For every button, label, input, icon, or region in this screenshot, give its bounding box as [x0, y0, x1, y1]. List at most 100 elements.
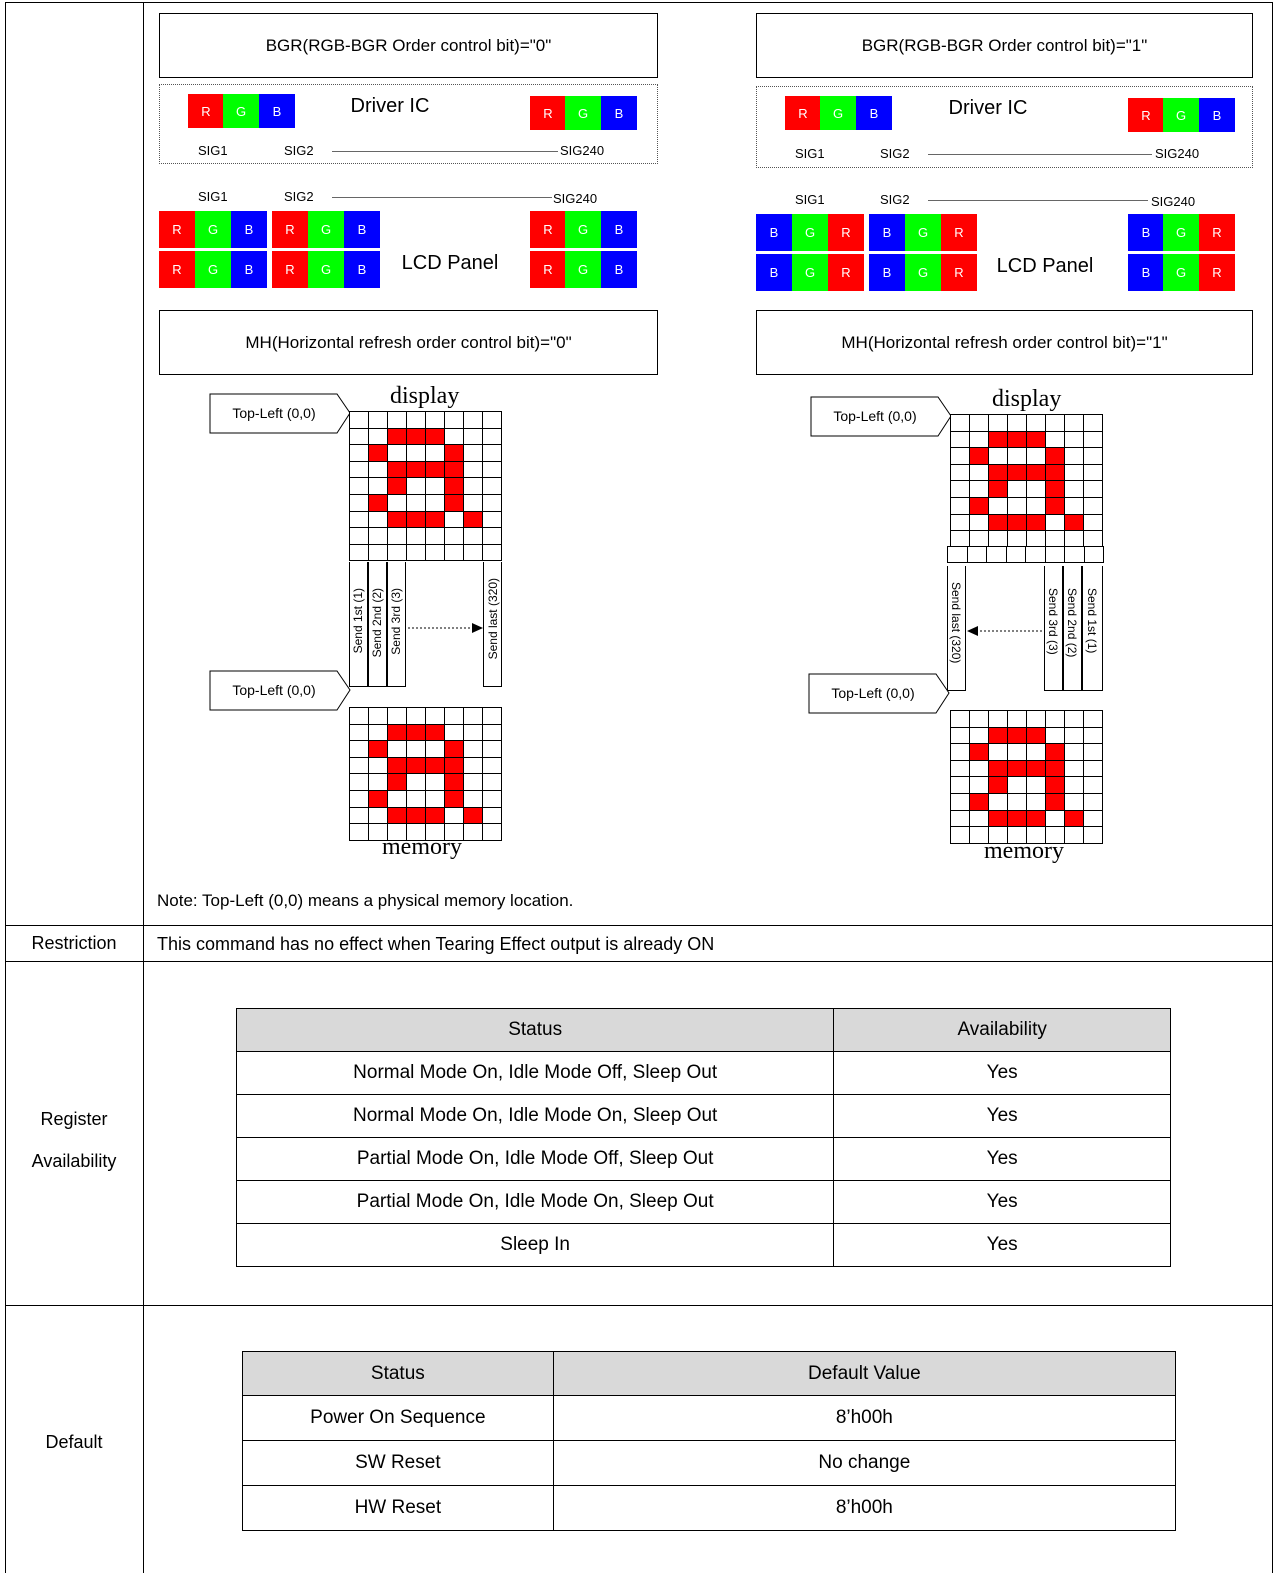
pixel [1007, 447, 1027, 465]
panel-cell-r: R [941, 214, 977, 251]
lit-pixel [1007, 726, 1027, 745]
pixel [387, 543, 407, 562]
table-cell: Yes [833, 1180, 1171, 1224]
pixel [988, 447, 1008, 465]
pixel [1064, 759, 1084, 778]
register-availability-table: Status Availability Normal Mode On, Idle… [235, 1008, 1171, 1267]
panel-cell-b: B [1128, 254, 1164, 291]
lit-pixel [425, 460, 445, 479]
pixel [950, 826, 970, 844]
driver-ic-box-left [159, 84, 658, 164]
send-3rd-label: Send 3rd (3) [1046, 588, 1060, 655]
pixel [425, 411, 445, 429]
lit-pixel [368, 444, 388, 462]
bgr-right-title: BGR(RGB-BGR Order control bit)="1" [756, 13, 1253, 78]
pixel [950, 726, 970, 745]
lit-pixel [1045, 776, 1065, 794]
pixel [387, 707, 407, 725]
panel-cell-b: B [756, 214, 792, 251]
lit-pixel [425, 806, 445, 825]
driver-cell-g: G [565, 96, 601, 130]
pixel [1083, 809, 1103, 828]
pixel [1026, 447, 1046, 465]
pixel [950, 463, 970, 482]
pixel [406, 477, 426, 495]
lit-pixel [988, 726, 1008, 745]
top-left-label: Top-Left (0,0) [831, 685, 915, 701]
table-cell: SW Reset [242, 1440, 554, 1486]
lit-pixel [387, 477, 407, 495]
lit-pixel [387, 806, 407, 825]
panel-cell-g: G [1163, 254, 1199, 291]
pixel [1064, 480, 1084, 498]
pixel [406, 527, 426, 545]
driver-cell-b: B [1199, 98, 1235, 132]
pixel [444, 543, 464, 562]
pixel [387, 444, 407, 462]
pixel [988, 497, 1008, 515]
panel-cell-r: R [941, 254, 977, 291]
sig1-label: SIG1 [795, 192, 825, 207]
lit-pixel [368, 494, 388, 512]
pixel [482, 707, 502, 725]
pixel [950, 710, 970, 728]
panel-cell-g: G [565, 251, 601, 288]
panel-cell-g: G [905, 254, 941, 291]
pixel [368, 510, 388, 529]
send-direction-arrow [967, 626, 1042, 636]
pixel [1007, 743, 1027, 761]
lit-pixel [387, 510, 407, 529]
pixel [482, 510, 502, 529]
lit-pixel [444, 773, 464, 791]
lit-pixel [406, 723, 426, 742]
pixel [950, 480, 970, 498]
lit-pixel [1026, 513, 1046, 532]
mh-left-title: MH(Horizontal refresh order control bit)… [159, 310, 658, 375]
lit-pixel [444, 494, 464, 512]
pixel [463, 543, 483, 562]
pixel [1064, 776, 1084, 794]
lit-pixel [406, 806, 426, 825]
restriction-label: Restriction [31, 933, 117, 953]
lit-pixel [463, 510, 483, 529]
panel-cell-b: B [344, 211, 380, 248]
pixel [1005, 546, 1026, 563]
pixel [1045, 726, 1065, 745]
pixel [349, 790, 369, 808]
pixel [950, 809, 970, 828]
pixel [482, 494, 502, 512]
send-column-1st [349, 562, 368, 687]
sig240-label: SIG240 [1155, 146, 1200, 161]
lit-pixel [988, 759, 1008, 778]
table-cell: Power On Sequence [242, 1395, 554, 1441]
pixel [1025, 546, 1046, 563]
pixel [1083, 447, 1103, 465]
top-left-label: Top-Left (0,0) [232, 405, 316, 421]
sig240-label: SIG240 [560, 143, 605, 158]
sig-connector-line [332, 151, 558, 152]
lit-pixel [1045, 463, 1065, 482]
pixel [368, 427, 388, 446]
pixel [387, 411, 407, 429]
panel-cell-r: R [159, 251, 195, 288]
top-left-label: Top-Left (0,0) [833, 408, 917, 424]
lit-pixel [1064, 513, 1084, 532]
lit-pixel [1026, 463, 1046, 482]
pixel [482, 756, 502, 775]
pixel [406, 444, 426, 462]
lit-pixel [969, 793, 989, 811]
lcd-panel-label: LCD Panel [996, 254, 1094, 277]
pixel [444, 427, 464, 446]
pixel [988, 710, 1008, 728]
pixel [463, 444, 483, 462]
lit-pixel [969, 743, 989, 761]
panel-cell-r: R [159, 211, 195, 248]
pixel [969, 710, 989, 728]
lit-pixel [988, 776, 1008, 794]
display-label: display [992, 386, 1062, 412]
pixel [349, 806, 369, 825]
pixel [1064, 743, 1084, 761]
pixel [969, 463, 989, 482]
pixel [1083, 726, 1103, 745]
pixel [425, 773, 445, 791]
